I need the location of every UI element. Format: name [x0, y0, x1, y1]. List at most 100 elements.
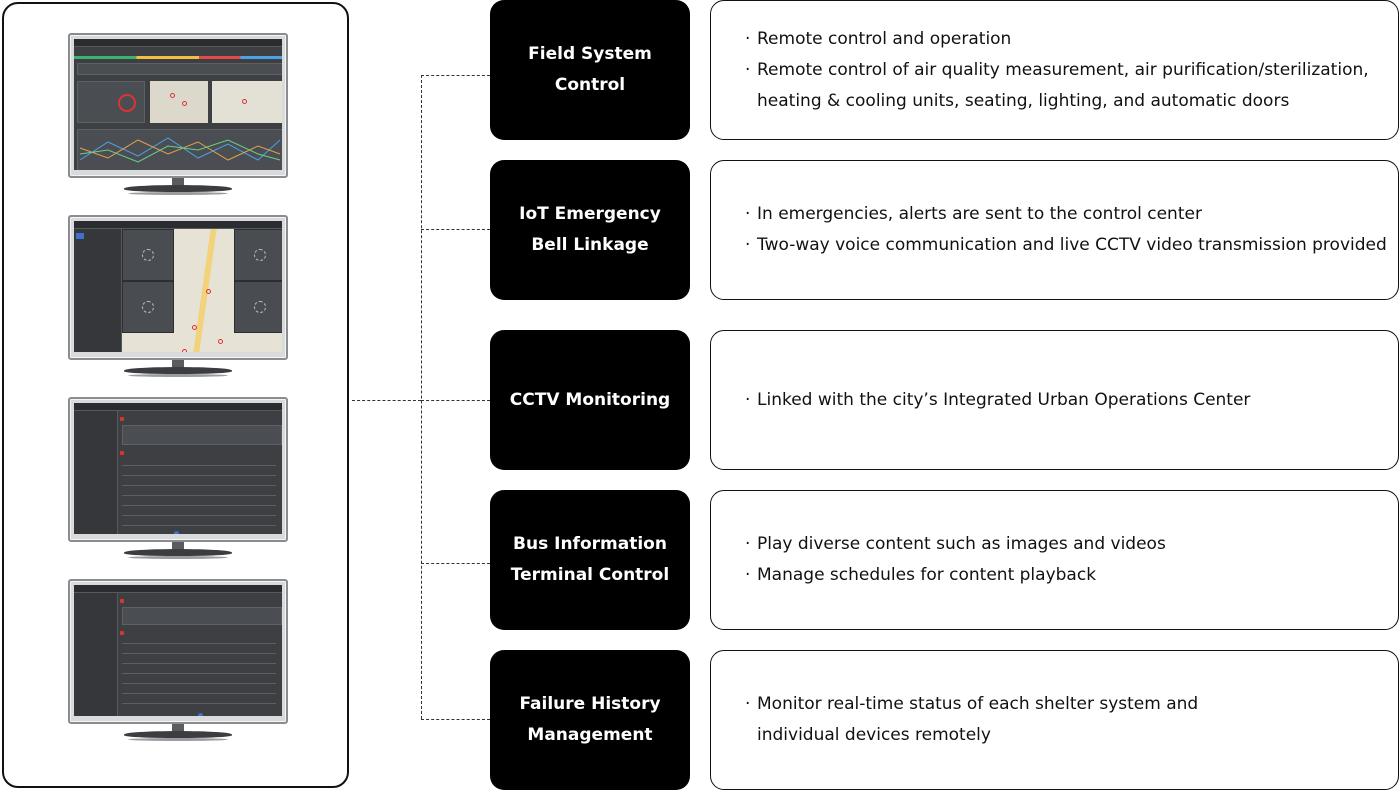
monitor-bezel	[68, 215, 288, 360]
pagination-active	[174, 531, 179, 534]
screen-sidebar	[74, 411, 118, 534]
table-row	[122, 663, 276, 664]
feature-description-bus-information-terminal: ·Play diverse content such as images and…	[710, 490, 1399, 630]
table-row	[122, 495, 276, 496]
bullet-text: Manage schedules for content playback	[757, 565, 1097, 585]
feature-description-iot-emergency-bell: ·In emergencies, alerts are sent to the …	[710, 160, 1399, 300]
map-pin-icon	[182, 101, 187, 106]
table-row	[122, 643, 276, 644]
feature-title-line: Bus Information	[513, 534, 667, 554]
line-chart-panel	[77, 129, 282, 170]
table-row	[122, 505, 276, 506]
description-bullet: ·Two-way voice communication and live CC…	[745, 230, 1390, 261]
cctv-tile	[234, 281, 282, 333]
monitor-shadow	[128, 556, 228, 559]
screen-sidebar	[74, 593, 118, 716]
monitor-stand	[172, 360, 184, 368]
cctv-tile	[122, 229, 174, 281]
feature-description-field-system-control: ·Remote control and operation · Remote co…	[710, 0, 1399, 140]
filter-panel	[122, 607, 282, 625]
feature-description-failure-history-management: ·Monitor real-time status of each shelte…	[710, 650, 1399, 790]
monitor-bezel	[68, 397, 288, 542]
monitor-cctv-map	[68, 215, 288, 385]
pagination-active	[198, 713, 203, 716]
table-row	[122, 525, 276, 526]
failure-history-screen-thumbnail	[74, 585, 282, 716]
map-pin-icon	[218, 339, 223, 344]
feature-title-line: Failure History	[519, 694, 661, 714]
monitor-bezel	[68, 579, 288, 724]
monitor-shadow	[128, 374, 228, 377]
feature-title: Field System Control	[502, 39, 678, 101]
loading-icon	[142, 301, 154, 313]
feature-title-line: Bell Linkage	[531, 235, 649, 255]
section-marker	[120, 631, 124, 635]
map-pin-icon	[242, 99, 247, 104]
bullet-text: Monitor real-time status of each shelter…	[757, 694, 1199, 714]
feature-title: CCTV Monitoring	[510, 385, 670, 416]
feature-bus-information-terminal: Bus Information Terminal Control	[490, 490, 690, 630]
feature-title: Failure History Management	[519, 689, 660, 751]
connector-branch-3	[421, 400, 490, 401]
description-bullet: ·In emergencies, alerts are sent to the …	[745, 199, 1390, 230]
loading-icon	[142, 249, 154, 261]
connector-branch-5	[421, 719, 490, 720]
bullet-dot: ·	[745, 28, 751, 49]
screen-topbar	[74, 39, 282, 47]
trend-lines	[79, 137, 281, 163]
monitor-base	[124, 185, 232, 192]
summary-row	[77, 63, 282, 75]
monitor-stand	[172, 178, 184, 186]
section-marker	[120, 417, 124, 421]
feature-field-system-control: Field System Control	[490, 0, 690, 140]
table-row	[122, 485, 276, 486]
table-row	[122, 683, 276, 684]
loading-icon	[254, 249, 266, 261]
feature-title-line: CCTV Monitoring	[509, 389, 671, 410]
table-row	[122, 515, 276, 516]
map-road	[193, 229, 217, 352]
cctv-tile	[122, 281, 174, 333]
monitor-stand	[172, 542, 184, 550]
filter-panel	[122, 425, 282, 445]
feature-failure-history-management: Failure History Management	[490, 650, 690, 790]
map-pin-icon	[192, 325, 197, 330]
cctv-map-screen-thumbnail	[74, 221, 282, 352]
map-pin-icon	[206, 289, 211, 294]
table-row	[122, 703, 276, 704]
monitor-panel	[2, 2, 349, 788]
description-bullet: ·Play diverse content such as images and…	[745, 529, 1390, 560]
monitor-shadow	[128, 192, 228, 195]
connector-trunk	[421, 75, 422, 719]
bullet-dot: ·	[745, 565, 751, 585]
monitor-base	[124, 367, 232, 374]
cctv-tile	[234, 229, 282, 281]
bullet-text: Remote control of air quality measuremen…	[757, 59, 1369, 80]
connector-branch-4	[421, 563, 490, 564]
table-row	[122, 475, 276, 476]
feature-title-line: Field System Control	[528, 44, 652, 95]
table-row	[122, 653, 276, 654]
description-bullet: ·Monitor real-time status of each shelte…	[745, 689, 1390, 720]
feature-title-line: Management	[527, 725, 653, 745]
monitor-device-list	[68, 397, 288, 567]
feature-cctv-monitoring: CCTV Monitoring	[490, 330, 690, 470]
monitor-base	[124, 549, 232, 556]
bullet-dot: ·	[745, 389, 751, 410]
status-strip	[74, 56, 282, 59]
table-row	[122, 693, 276, 694]
bullet-dot: ·	[745, 59, 751, 80]
bullet-text: Linked with the city’s Integrated Urban …	[757, 389, 1251, 410]
sidebar-active-item	[76, 233, 84, 239]
section-marker	[120, 599, 124, 603]
table-row	[122, 465, 276, 466]
dashboard-screen-thumbnail	[74, 39, 282, 170]
gauge-ring-icon	[118, 94, 136, 112]
map-pin-icon	[182, 349, 187, 352]
map-thumbnail-2	[212, 81, 282, 123]
feature-description-cctv-monitoring: · Linked with the city’s Integrated Urban…	[710, 330, 1399, 470]
monitor-failure-history	[68, 579, 288, 749]
monitor-bezel	[68, 33, 288, 178]
feature-title-line: Terminal Control	[510, 565, 670, 585]
description-bullet: ·Remote control and operation	[745, 24, 1390, 55]
